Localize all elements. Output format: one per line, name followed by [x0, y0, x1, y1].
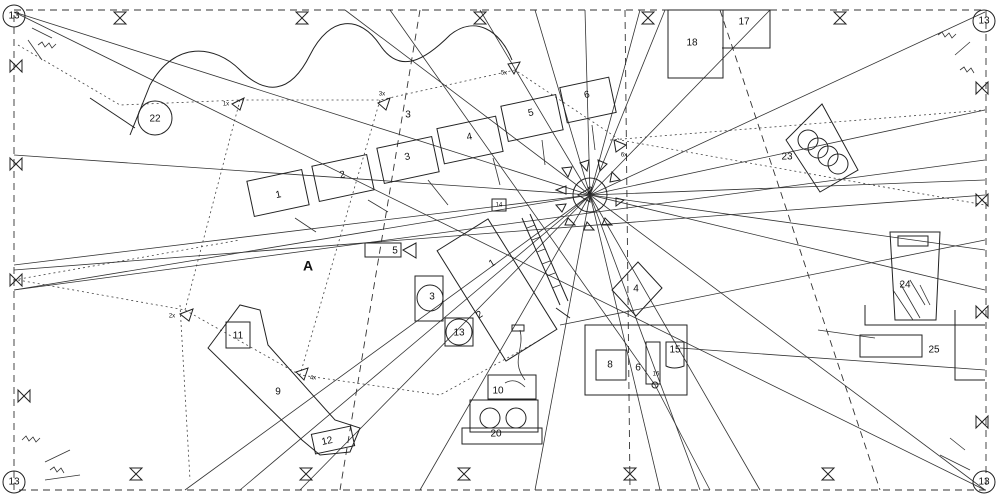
speaker-22: 22: [89, 84, 173, 136]
ladder-track: [521, 213, 571, 319]
dotted-connections: [13, 44, 986, 481]
label-e22: 22: [149, 114, 161, 125]
dashed-verticals: [339, 9, 881, 491]
element-8-6-16-15: 8 6 16 15: [584, 324, 688, 396]
corner-speaker-tr: 13: [937, 9, 996, 74]
label-e14: 14: [496, 203, 503, 209]
element-4: 4: [611, 261, 663, 317]
label-e13: 13: [453, 328, 465, 339]
label-e23: 23: [781, 152, 793, 163]
label-b3b: 3: [404, 151, 412, 163]
corner-speaker-tl: 13: [2, 4, 57, 61]
element-14: 14: [491, 198, 507, 212]
label-b6: 6: [583, 89, 591, 101]
element-17-18: 18 17: [667, 9, 771, 79]
element-24-25: 24 25: [817, 231, 985, 381]
label-e11: 11: [233, 331, 244, 342]
corner-speaker-br: 13: [939, 437, 996, 494]
label-e5: 5: [392, 246, 398, 257]
label-b2x: 2: [474, 309, 485, 322]
block-row-upper: 1 2 3 4 5 6 3: [246, 76, 617, 218]
label-e8: 8: [607, 360, 613, 371]
corner-speaker-bl: 13: [2, 435, 81, 494]
label-e10: 10: [492, 386, 504, 397]
label-e25: 25: [928, 345, 940, 356]
radiating-lines: [13, 9, 986, 491]
label-e24: 24: [899, 280, 911, 291]
arrows-to-row: [294, 124, 596, 233]
speaker-label-tl: 13: [8, 11, 20, 22]
edge-markers: [9, 11, 989, 481]
element-5: 5: [364, 242, 417, 259]
label-b1x: 1: [487, 257, 498, 270]
label-b4: 4: [466, 131, 474, 143]
label-b3a: 3: [405, 110, 411, 121]
marker-6x: 6x: [621, 153, 627, 159]
frame-border: [13, 9, 987, 491]
marker-3x: 3x: [379, 92, 385, 98]
element-23: 23: [781, 103, 859, 193]
marker-4x: 4x: [310, 376, 316, 382]
label-e16: 16: [653, 372, 660, 378]
label-b5: 5: [527, 107, 535, 119]
speaker-label-bl: 13: [8, 477, 20, 488]
center-node: 2: [554, 159, 626, 231]
label-b2: 2: [339, 169, 347, 181]
triangle-markers: 1x 2x 3x 4x 5x 6x: [169, 61, 627, 382]
label-e20: 20: [490, 429, 502, 440]
area-label: A: [303, 258, 313, 274]
cable-wave: [149, 23, 513, 88]
label-e9: 9: [275, 387, 281, 398]
marker-1x: 1x: [223, 102, 229, 108]
label-e6: 6: [635, 363, 641, 374]
label-b1: 1: [275, 189, 283, 201]
marker-5x: 5x: [501, 71, 507, 77]
label-e15: 15: [669, 345, 681, 356]
element-1x: 1 2: [436, 218, 558, 362]
label-e17: 17: [738, 17, 750, 28]
speaker-label-br: 13: [978, 477, 990, 488]
marker-2x: 2x: [169, 314, 175, 320]
element-3: 3: [414, 275, 444, 322]
element-13: 13: [444, 317, 474, 347]
label-e3: 3: [429, 292, 435, 303]
label-e12: 12: [321, 435, 335, 448]
label-e18: 18: [686, 38, 698, 49]
label-e4: 4: [633, 284, 639, 295]
element-9-arm: 11 9 12: [207, 304, 361, 456]
speaker-label-tr: 13: [978, 16, 990, 27]
element-10-20: 10 20: [461, 324, 543, 445]
